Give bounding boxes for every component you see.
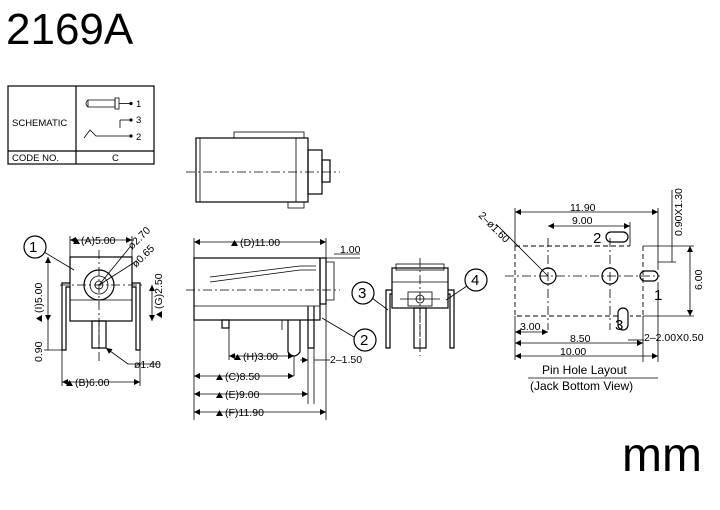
dim-a: (A)5.00 bbox=[81, 235, 116, 247]
dim-hole-dia: 2–ø1.60 bbox=[476, 210, 512, 246]
dim-10-00: 10.00 bbox=[560, 346, 586, 358]
dim-e: (E)9.00 bbox=[225, 389, 260, 401]
callout-4: 4 bbox=[471, 272, 479, 289]
dim-f: (F)11.90 bbox=[225, 407, 264, 419]
code-value: C bbox=[112, 153, 119, 164]
dim-c: (C)8.50 bbox=[225, 371, 260, 383]
dim-a-marker bbox=[73, 238, 80, 244]
callout-1: 1 bbox=[29, 239, 37, 256]
layout-caption-subtitle: (Jack Bottom View) bbox=[530, 379, 633, 393]
side-view bbox=[186, 238, 377, 420]
schematic-table: SCHEMATIC CODE NO. C 1 3 2 bbox=[7, 85, 155, 165]
part-number-title: 2169A bbox=[6, 5, 134, 54]
dim-top: 1.00 bbox=[340, 244, 361, 256]
layout-pin-2: 2 bbox=[593, 230, 601, 247]
dim-h: (H)3.00 bbox=[243, 351, 278, 363]
dim-slots: 2–2.00X0.50 bbox=[644, 332, 704, 344]
dim-3-00: 3.00 bbox=[520, 321, 541, 333]
unit-label: mm bbox=[622, 429, 702, 482]
layout-pin-3: 3 bbox=[615, 317, 623, 334]
dim-8-50: 8.50 bbox=[570, 333, 591, 345]
top-view bbox=[186, 131, 340, 209]
pin-hole-layout bbox=[495, 190, 694, 379]
schematic-pin-2: 2 bbox=[136, 132, 141, 143]
dim-pin-dia: ø1.40 bbox=[134, 359, 161, 371]
schematic-pin-1: 1 bbox=[136, 99, 141, 110]
schematic-label: SCHEMATIC bbox=[12, 118, 67, 129]
callout-2: 2 bbox=[360, 332, 368, 349]
dim-0-90x1-30: 0.90X1.30 bbox=[673, 188, 685, 236]
dim-pin-length: 0.90 bbox=[33, 341, 45, 362]
schematic-pin-3: 3 bbox=[136, 115, 141, 126]
dim-b: (B)6.00 bbox=[75, 377, 110, 389]
callout-3: 3 bbox=[358, 285, 366, 302]
end-view bbox=[351, 258, 488, 356]
layout-pin-1: 1 bbox=[654, 287, 662, 304]
jack-schematic-symbol bbox=[83, 97, 133, 139]
callout-1-circle bbox=[23, 235, 47, 259]
code-label: CODE NO. bbox=[12, 153, 59, 164]
dim-11-90: 11.90 bbox=[570, 202, 596, 214]
dim-i: (I)5.00 bbox=[33, 282, 45, 313]
dim-g: (G)2.50 bbox=[153, 273, 165, 309]
dim-d: (D)11.00 bbox=[240, 237, 280, 249]
front-view bbox=[23, 235, 160, 386]
dim-6-00: 6.00 bbox=[693, 269, 705, 290]
dim-pin-width: 2–1.50 bbox=[330, 354, 362, 366]
dim-9-00: 9.00 bbox=[572, 215, 593, 227]
layout-caption-title: Pin Hole Layout bbox=[542, 363, 627, 377]
